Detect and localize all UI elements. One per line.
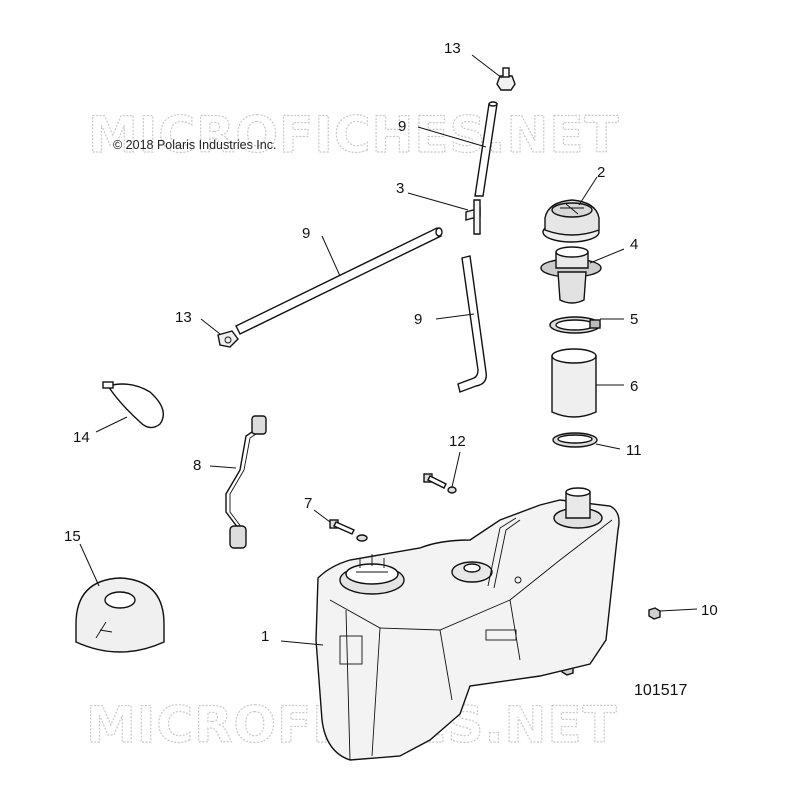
callout-7: 7 xyxy=(304,495,312,512)
diagram-number: 101517 xyxy=(634,682,687,699)
part-4-filler-neck xyxy=(540,246,602,304)
part-9-hose-long xyxy=(235,227,443,335)
callout-9-bent: 9 xyxy=(414,311,422,328)
part-12-bolt xyxy=(423,473,457,494)
part-6-filler-hose xyxy=(551,348,597,418)
callout-13-top: 13 xyxy=(444,40,461,57)
callout-12: 12 xyxy=(449,433,466,450)
callout-2: 2 xyxy=(597,164,605,181)
callout-5: 5 xyxy=(630,311,638,328)
callout-4: 4 xyxy=(630,236,638,253)
callout-13-left: 13 xyxy=(175,309,192,326)
part-15-dome-cover xyxy=(75,577,165,653)
part-7-bolt xyxy=(329,519,368,542)
watermark-top: MICROFICHES.NET xyxy=(88,106,620,164)
part-1-fuel-tank xyxy=(315,487,620,761)
part-9-hose-upper xyxy=(474,101,498,197)
callout-6: 6 xyxy=(630,378,638,395)
callout-11: 11 xyxy=(626,442,642,459)
part-8-fuel-line xyxy=(225,415,267,549)
part-13-clip-left xyxy=(217,330,239,348)
part-3-tee-fitting xyxy=(465,199,481,235)
part-14-strap xyxy=(102,381,164,429)
callout-3: 3 xyxy=(396,180,404,197)
callout-14: 14 xyxy=(73,429,90,446)
part-10-nut xyxy=(648,607,661,620)
part-5-hose-clamp xyxy=(549,316,601,334)
callout-15: 15 xyxy=(64,528,81,545)
leader-lines xyxy=(79,54,698,646)
callout-9-long: 9 xyxy=(302,225,310,242)
part-11-hose-clamp xyxy=(552,432,598,448)
part-13-clip-top xyxy=(496,67,516,91)
part-9-hose-bent xyxy=(457,255,487,393)
callout-10: 10 xyxy=(701,602,718,619)
part-2-fuel-cap xyxy=(542,199,600,243)
copyright-text: © 2018 Polaris Industries Inc. xyxy=(113,138,276,152)
callout-8: 8 xyxy=(193,457,201,474)
callout-9-upper: 9 xyxy=(398,118,406,135)
callout-1: 1 xyxy=(261,628,269,645)
